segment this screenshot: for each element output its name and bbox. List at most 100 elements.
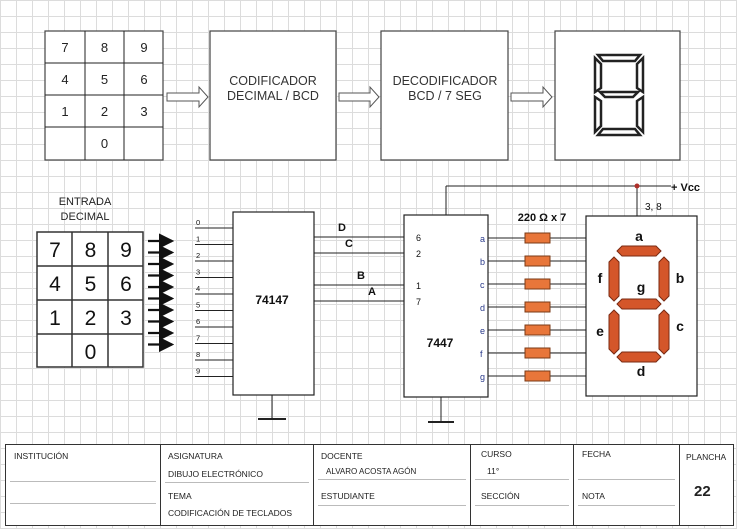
bcd-label-D: D: [338, 222, 346, 234]
asignatura-label: ASIGNATURA: [168, 451, 223, 461]
nota-label: NOTA: [582, 491, 605, 501]
keypad-key-1: 1: [49, 307, 61, 330]
small-key-0: 0: [101, 136, 108, 151]
encoder-input-label: 7: [196, 334, 200, 343]
segment-f: [608, 256, 620, 302]
keypad-key-2: 2: [85, 307, 97, 330]
docente-label: DOCENTE: [321, 451, 363, 461]
bcd-label-C: C: [345, 238, 353, 250]
segment-label-c: c: [676, 318, 684, 334]
plancha-value: 22: [694, 483, 711, 500]
small-key-5: 5: [101, 72, 108, 87]
arrow-2: [338, 85, 380, 109]
decoder-chip: 7447: [403, 185, 671, 423]
vcc-connection: + Vcc 3, 8: [634, 182, 700, 216]
resistor: [524, 347, 551, 359]
tema-label: TEMA: [168, 491, 192, 501]
arrow-3: [510, 85, 553, 109]
segment-d: [616, 351, 662, 363]
encoder-input-label: 2: [196, 251, 200, 260]
resistor: [524, 370, 551, 382]
estudiante-label: ESTUDIANTE: [321, 491, 375, 501]
institucion-cell: INSTITUCIÓN: [6, 445, 161, 525]
resistor: [524, 324, 551, 336]
title-block: INSTITUCIÓN ASIGNATURA DIBUJO ELECTRÓNIC…: [5, 444, 734, 526]
keypad-key-9: 9: [120, 239, 132, 262]
institucion-label: INSTITUCIÓN: [14, 451, 69, 461]
segment-g: [616, 298, 662, 310]
decoder-label-2: BCD / 7 SEG: [408, 89, 482, 103]
encoder-input-label: 3: [196, 268, 200, 277]
small-key-7: 7: [61, 40, 68, 55]
keypad-output-arrows: [148, 233, 175, 353]
segment-label-e: e: [596, 323, 604, 339]
segment-label-g: g: [637, 279, 646, 295]
docente-cell: DOCENTE ALVARO ACOSTA AGÓN ESTUDIANTE: [314, 445, 471, 525]
docente-value: ALVARO ACOSTA AGÓN: [326, 467, 417, 476]
keypad-key-3: 3: [120, 307, 132, 330]
keypad-key-7: 7: [49, 239, 61, 262]
decoder-input-pin: 1: [416, 281, 421, 291]
decoder-output-f: f: [480, 349, 483, 359]
vcc-label: + Vcc: [671, 182, 700, 194]
display-block: [554, 30, 681, 161]
encoder-input-label: 8: [196, 350, 200, 359]
decoder-output-g: g: [480, 372, 485, 382]
segment-a: [616, 245, 662, 257]
decoder-output-b: b: [480, 257, 485, 267]
segment-label-b: b: [676, 270, 685, 286]
small-key-8: 8: [101, 40, 108, 55]
decoder-input-pin: 7: [416, 297, 421, 307]
resistor-label: 220 Ω x 7: [518, 212, 567, 224]
keypad-key-0: 0: [85, 341, 97, 364]
decoder-output-d: d: [480, 303, 485, 313]
resistor: [524, 255, 551, 267]
asignatura-value: DIBUJO ELECTRÓNICO: [168, 469, 263, 479]
segment-e: [608, 309, 620, 355]
segment-label-a: a: [635, 228, 643, 244]
decoder-output-a: a: [480, 234, 485, 244]
encoder-label-2: DECIMAL / BCD: [227, 89, 319, 103]
resistor: [524, 232, 551, 244]
seccion-label: SECCIÓN: [481, 491, 520, 501]
curso-cell: CURSO 11° SECCIÓN: [471, 445, 574, 525]
curso-label: CURSO: [481, 449, 512, 459]
resistor: [524, 301, 551, 313]
seven-segment-display: a f b g e c d: [585, 215, 698, 397]
decoder-input-pin: 2: [416, 249, 421, 259]
encoder-input-label: 1: [196, 235, 200, 244]
fecha-label: FECHA: [582, 449, 611, 459]
encoder-block: CODIFICADOR DECIMAL / BCD: [209, 30, 337, 161]
decoder-input-pin: 6: [416, 233, 421, 243]
keypad-key-5: 5: [85, 273, 97, 296]
small-key-3: 3: [140, 104, 147, 119]
decoder-label-1: DECODIFICADOR: [393, 74, 498, 88]
segment-label-d: d: [637, 363, 646, 379]
plancha-label: PLANCHA: [686, 452, 727, 462]
encoder-input-label: 6: [196, 317, 200, 326]
curso-value: 11°: [487, 466, 500, 476]
encoder-input-label: 5: [196, 301, 200, 310]
plancha-cell: PLANCHA 22: [680, 445, 733, 525]
resistor-array: [488, 232, 586, 382]
seven-segment-digit-eight: [593, 53, 645, 137]
segment-label-f: f: [598, 270, 603, 286]
segment-c: [658, 309, 670, 355]
encoder-chip-label: 74147: [255, 293, 289, 307]
encoder-input-label: 0: [196, 218, 200, 227]
small-key-1: 1: [61, 104, 68, 119]
encoder-input-label: 4: [196, 284, 200, 293]
decoder-block: DECODIFICADOR BCD / 7 SEG: [380, 30, 509, 161]
input-label-line2: DECIMAL: [61, 211, 110, 223]
encoder-chip: 74147: [232, 211, 315, 420]
keypad-key-6: 6: [120, 273, 132, 296]
decoder-output-e: e: [480, 326, 485, 336]
keypad-key-4: 4: [49, 273, 61, 296]
vcc-pins-label: 3, 8: [645, 202, 662, 213]
fecha-cell: FECHA NOTA: [574, 445, 680, 525]
segment-b: [658, 256, 670, 302]
small-key-6: 6: [140, 72, 147, 87]
